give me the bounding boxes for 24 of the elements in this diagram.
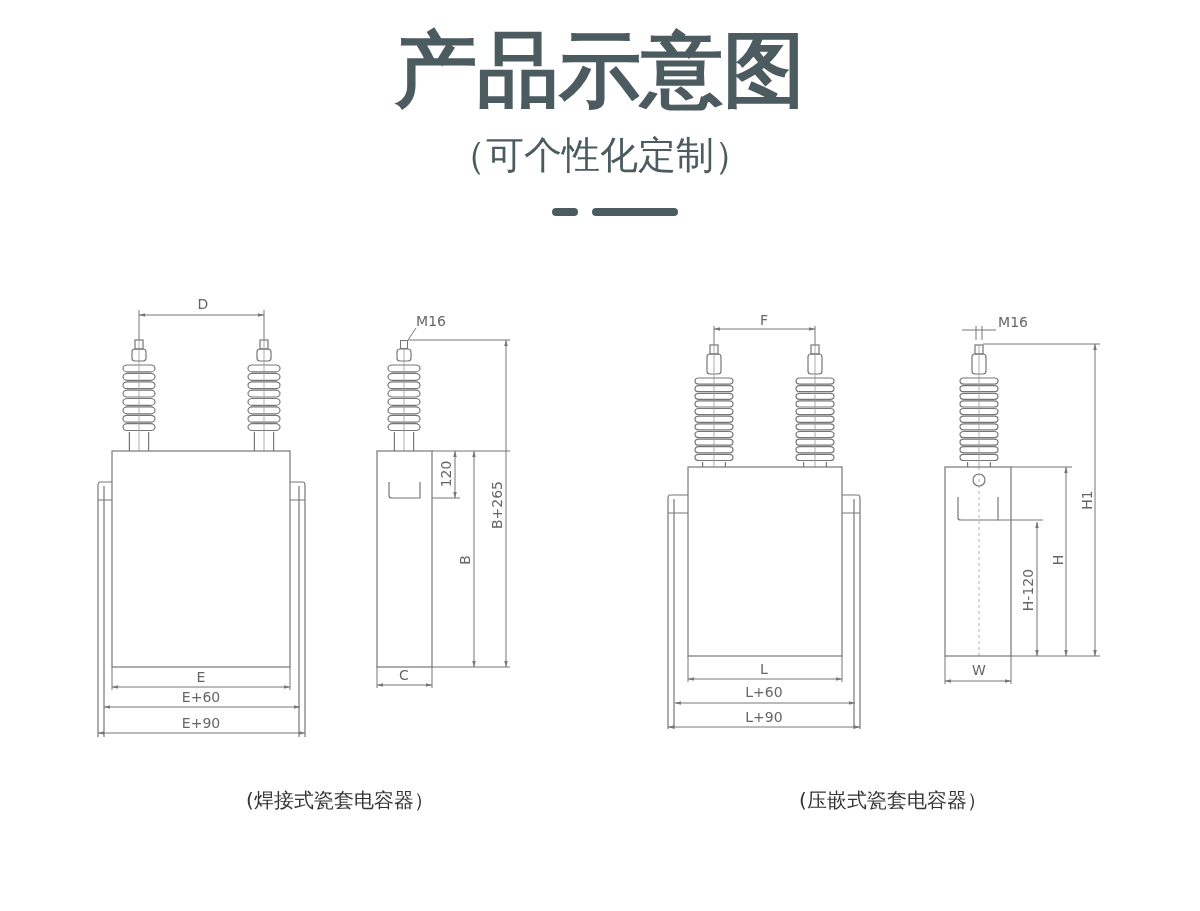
- dimension-label: 120: [439, 460, 453, 488]
- dimension-label: L+60: [745, 685, 783, 699]
- dimension-label: D: [197, 297, 209, 311]
- title: 产品示意图: [395, 29, 805, 111]
- dimension-label: E: [196, 670, 206, 684]
- leader-line: [407, 327, 417, 341]
- dimension-label: B+265: [490, 480, 504, 530]
- dimension-label: H: [1051, 554, 1065, 566]
- dimension-label: E+90: [181, 716, 221, 730]
- dimension-label: W: [972, 663, 986, 677]
- dimension-label: C: [399, 668, 409, 682]
- dimension-label: L: [760, 662, 768, 676]
- dimension-label: M16: [416, 314, 446, 328]
- caption: (焊接式瓷套电容器）: [246, 790, 434, 810]
- dimension-label: B: [458, 555, 472, 565]
- subtitle: （可个性化定制）: [448, 136, 752, 174]
- dimension-label: M16: [998, 315, 1028, 329]
- dimension-label: H-120: [1021, 568, 1035, 612]
- dimension-label: L+90: [745, 710, 783, 724]
- dimension-label: H1: [1080, 490, 1094, 510]
- caption: (压嵌式瓷套电容器）: [799, 790, 987, 810]
- dimension-label: E+60: [181, 690, 221, 704]
- dimension-label: F: [759, 313, 769, 327]
- terminal: [400, 340, 408, 349]
